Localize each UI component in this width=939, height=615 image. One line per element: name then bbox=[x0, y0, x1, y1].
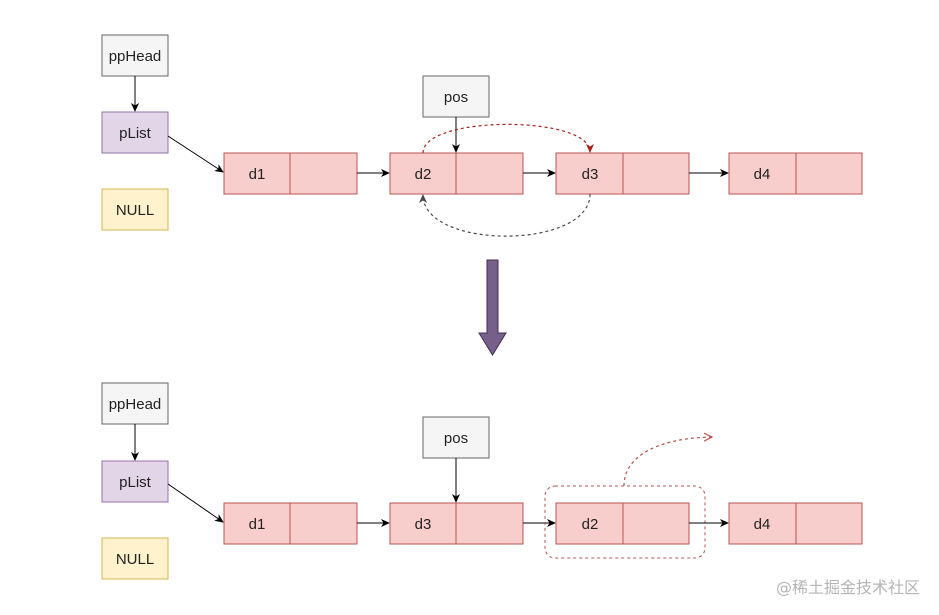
after-node-2: d3 bbox=[389, 502, 524, 545]
before-plist-arrow bbox=[167, 135, 224, 173]
before-node-4-label: d4 bbox=[754, 166, 771, 183]
after-pos-box: pos bbox=[422, 416, 490, 459]
transition-down-arrow bbox=[478, 259, 507, 356]
after-plist-arrow bbox=[167, 483, 224, 523]
watermark-text: @稀土掘金技术社区 bbox=[776, 578, 920, 597]
after-highlight-box bbox=[544, 485, 706, 559]
after-pphead-label: ppHead bbox=[109, 396, 162, 413]
before-node-3-label: d3 bbox=[582, 166, 599, 183]
before-node-2: d2 bbox=[389, 152, 524, 195]
after-node-1-label: d1 bbox=[249, 516, 266, 533]
before-node-1: d1 bbox=[223, 152, 358, 195]
before-node-2-label: d2 bbox=[415, 166, 432, 183]
after-node-3-label: d2 bbox=[582, 516, 599, 533]
before-swap-arrow-bottom bbox=[419, 193, 591, 237]
before-pphead-box: ppHead bbox=[101, 34, 169, 77]
after-null-box: NULL bbox=[101, 537, 169, 580]
after-pos-label: pos bbox=[444, 430, 468, 447]
before-null-label: NULL bbox=[116, 202, 154, 219]
after-diagram: ppHead pList NULL pos d1 bbox=[101, 382, 863, 580]
after-next-dashed-arrow bbox=[623, 437, 712, 487]
after-node-4-label: d4 bbox=[754, 516, 771, 533]
before-node-3: d3 bbox=[555, 152, 690, 195]
before-pos-label: pos bbox=[444, 89, 468, 106]
before-pos-box: pos bbox=[422, 75, 490, 118]
after-plist-box: pList bbox=[101, 460, 169, 503]
after-plist-label: pList bbox=[119, 474, 152, 491]
before-null-box: NULL bbox=[101, 188, 169, 231]
after-node-1: d1 bbox=[223, 502, 358, 545]
after-null-label: NULL bbox=[116, 551, 154, 568]
after-node-3: d2 bbox=[555, 502, 690, 545]
before-node-4: d4 bbox=[728, 152, 863, 195]
before-diagram: ppHead pList NULL pos d1 bbox=[101, 34, 863, 237]
before-plist-label: pList bbox=[119, 125, 152, 142]
before-swap-arrow-top bbox=[422, 123, 594, 154]
after-node-4: d4 bbox=[728, 502, 863, 545]
before-plist-box: pList bbox=[101, 111, 169, 154]
after-node-2-label: d3 bbox=[415, 516, 432, 533]
before-node-1-label: d1 bbox=[249, 166, 266, 183]
before-pphead-label: ppHead bbox=[109, 48, 162, 65]
after-pphead-box: ppHead bbox=[101, 382, 169, 425]
